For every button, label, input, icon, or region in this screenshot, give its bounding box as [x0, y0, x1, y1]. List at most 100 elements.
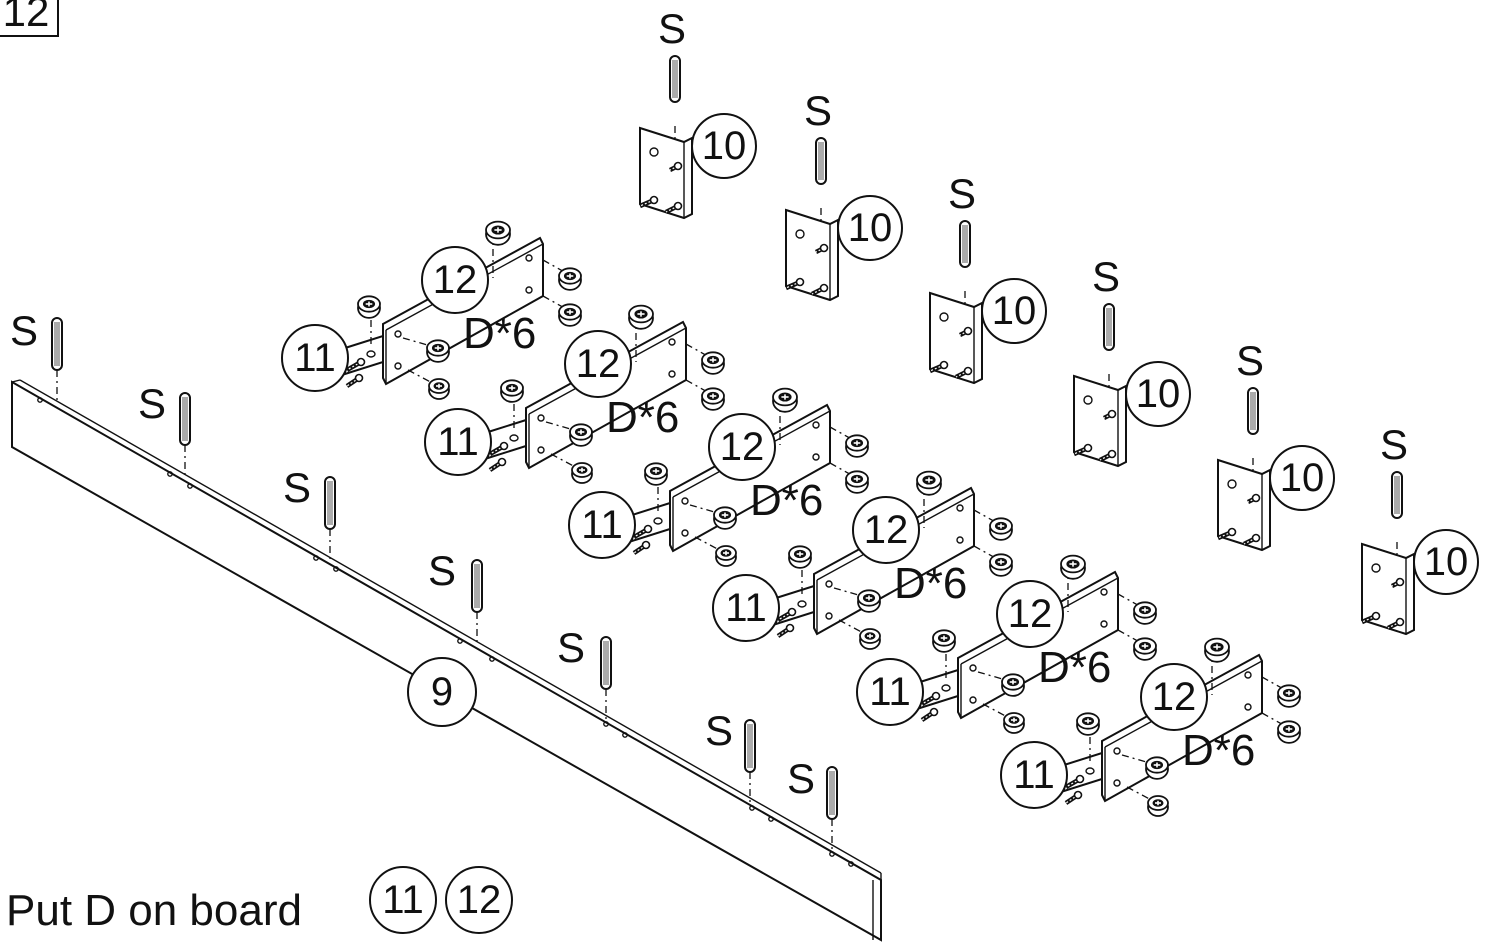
- screw: [632, 540, 651, 555]
- cam-lock: [989, 553, 1013, 577]
- dowel-label: S: [1380, 421, 1408, 468]
- part-callout: 10: [1125, 361, 1191, 427]
- screw: [1246, 493, 1261, 505]
- cam-lock: [426, 339, 450, 363]
- cam-lock: [628, 304, 654, 330]
- part-number-10: 10: [702, 124, 747, 168]
- cam-lock: [701, 351, 725, 375]
- screw: [814, 243, 829, 255]
- dowel-label: S: [138, 380, 166, 427]
- screw: [345, 373, 364, 388]
- part-number-11: 11: [294, 336, 336, 380]
- screw: [639, 195, 659, 209]
- screw: [920, 691, 941, 706]
- screw: [1242, 533, 1261, 547]
- screw: [1073, 443, 1093, 457]
- side-assembly: 12 11 D*6: [1000, 637, 1301, 817]
- part-callout: 10: [981, 278, 1047, 344]
- screw: [632, 524, 653, 539]
- screw: [488, 457, 507, 472]
- caption-text: Put D on board: [6, 886, 302, 935]
- caption-part-b: 12: [457, 878, 502, 922]
- bracket-10: S 10: [1361, 421, 1479, 636]
- dowel-label: S: [1092, 253, 1120, 300]
- bracket-10: S10: [785, 87, 903, 302]
- dowel-pin: S: [1236, 337, 1264, 435]
- screw: [1217, 527, 1237, 541]
- caption-part-a: 11: [382, 878, 424, 922]
- cam-lock: [1133, 601, 1157, 625]
- dowel-pin: S: [787, 755, 838, 820]
- screw: [1064, 790, 1083, 805]
- cam-lock: [932, 629, 956, 653]
- part-number-11: 11: [1013, 753, 1055, 797]
- screw: [1098, 449, 1117, 463]
- part-number-11: 11: [725, 586, 767, 630]
- screw: [776, 623, 795, 638]
- dowel-label: S: [283, 464, 311, 511]
- cam-lock: [859, 628, 881, 650]
- cam-lock: [916, 470, 942, 496]
- cam-lock: [701, 387, 725, 411]
- cam-lock: [772, 387, 798, 413]
- part-number-12: 12: [1152, 675, 1197, 719]
- step-number-box: 12: [0, 0, 59, 37]
- cam-lock: [788, 545, 812, 569]
- dowel-pin: S: [948, 170, 976, 268]
- screw: [488, 441, 509, 456]
- part-callout: 11: [424, 408, 492, 476]
- dowel-label: S: [948, 170, 976, 217]
- dowel-pin: S: [428, 547, 483, 613]
- cam-lock: [644, 462, 668, 486]
- part-callout: 12: [1140, 663, 1208, 731]
- cam-lock: [485, 220, 511, 246]
- cam-lock: [713, 506, 737, 530]
- cam-lock: [558, 303, 582, 327]
- part-callout: 12: [564, 330, 632, 398]
- cam-count-label: D*6: [606, 393, 679, 442]
- cam-count-label: D*6: [750, 476, 823, 525]
- cam-lock: [571, 462, 593, 484]
- part-callout: 10: [837, 195, 903, 261]
- side-assembly: 12 11 D*6: [568, 387, 869, 567]
- cam-lock: [845, 434, 869, 458]
- bracket-10: S 10: [1073, 253, 1191, 468]
- cam-lock: [357, 295, 381, 319]
- cam-lock: [500, 379, 524, 403]
- screw: [776, 607, 797, 622]
- dowel-pin: S: [1380, 421, 1408, 519]
- dowel-pin: S: [705, 707, 756, 773]
- side-assembly: 12 11 D*6: [424, 304, 725, 484]
- cam-lock: [569, 423, 593, 447]
- part-number-11: 11: [581, 503, 623, 547]
- part-callout: 11: [281, 324, 349, 392]
- cam-lock: [1003, 712, 1025, 734]
- part-callout: 10: [1413, 529, 1479, 595]
- cam-lock: [1147, 795, 1169, 817]
- cam-count-label: D*6: [1038, 643, 1111, 692]
- bracket-10: S10: [1217, 337, 1335, 552]
- part-callout: 11: [856, 658, 924, 726]
- cam-lock: [1076, 712, 1100, 736]
- dowel-pin: S: [658, 5, 686, 103]
- caption: Put D on board 11 12: [6, 866, 513, 935]
- dowel-label: S: [658, 5, 686, 52]
- cam-lock: [1277, 720, 1301, 744]
- board-holes: [37, 397, 854, 867]
- screw: [668, 161, 683, 173]
- cam-lock: [715, 545, 737, 567]
- part-callout: 9: [407, 657, 477, 727]
- cam-lock: [558, 267, 582, 291]
- part-number-10: 10: [1136, 372, 1181, 416]
- cam-lock: [989, 517, 1013, 541]
- screw: [1386, 617, 1405, 631]
- part-number-10: 10: [1424, 540, 1469, 584]
- part-callout: 12: [708, 413, 776, 481]
- part-number-12: 12: [433, 258, 478, 302]
- part-number-10: 10: [992, 289, 1037, 333]
- cam-lock: [1204, 637, 1230, 663]
